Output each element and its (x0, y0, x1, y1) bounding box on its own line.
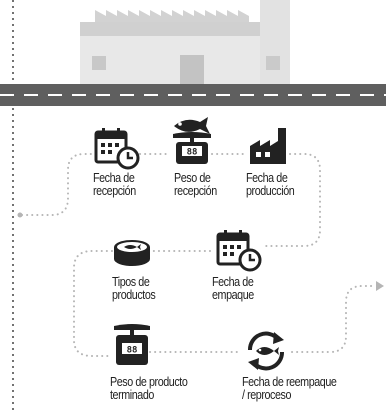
step-label-packing-date: Fecha de empaque (212, 275, 254, 302)
scale-display-text: 88 (187, 148, 198, 158)
road (0, 84, 386, 106)
step-label-product-types: Tipos de productos (112, 275, 156, 302)
tuna-can-icon (114, 240, 150, 266)
scale-icon: 88 (114, 324, 150, 365)
step-label-finished-weight: Peso de producto terminado (110, 375, 188, 402)
step-label-reception-date: Fecha de recepción (93, 171, 136, 198)
calendar-clock-icon (94, 128, 140, 170)
flow-path (21, 153, 377, 357)
factory-icon (250, 128, 286, 164)
calendar-clock-icon (216, 230, 262, 272)
recycle-fish-icon (247, 331, 285, 371)
flow-arrow-head (376, 281, 384, 291)
scale-display-text: 88 (127, 346, 138, 356)
fish-scale-icon: 88 (173, 117, 211, 164)
flow-start-dot (17, 212, 23, 218)
step-label-production-date: Fecha de producción (246, 171, 295, 198)
step-label-reception-weight: Peso de recepción (174, 171, 217, 198)
factory-building (80, 0, 290, 84)
step-label-repack-date: Fecha de reempaque / reproceso (242, 375, 337, 402)
